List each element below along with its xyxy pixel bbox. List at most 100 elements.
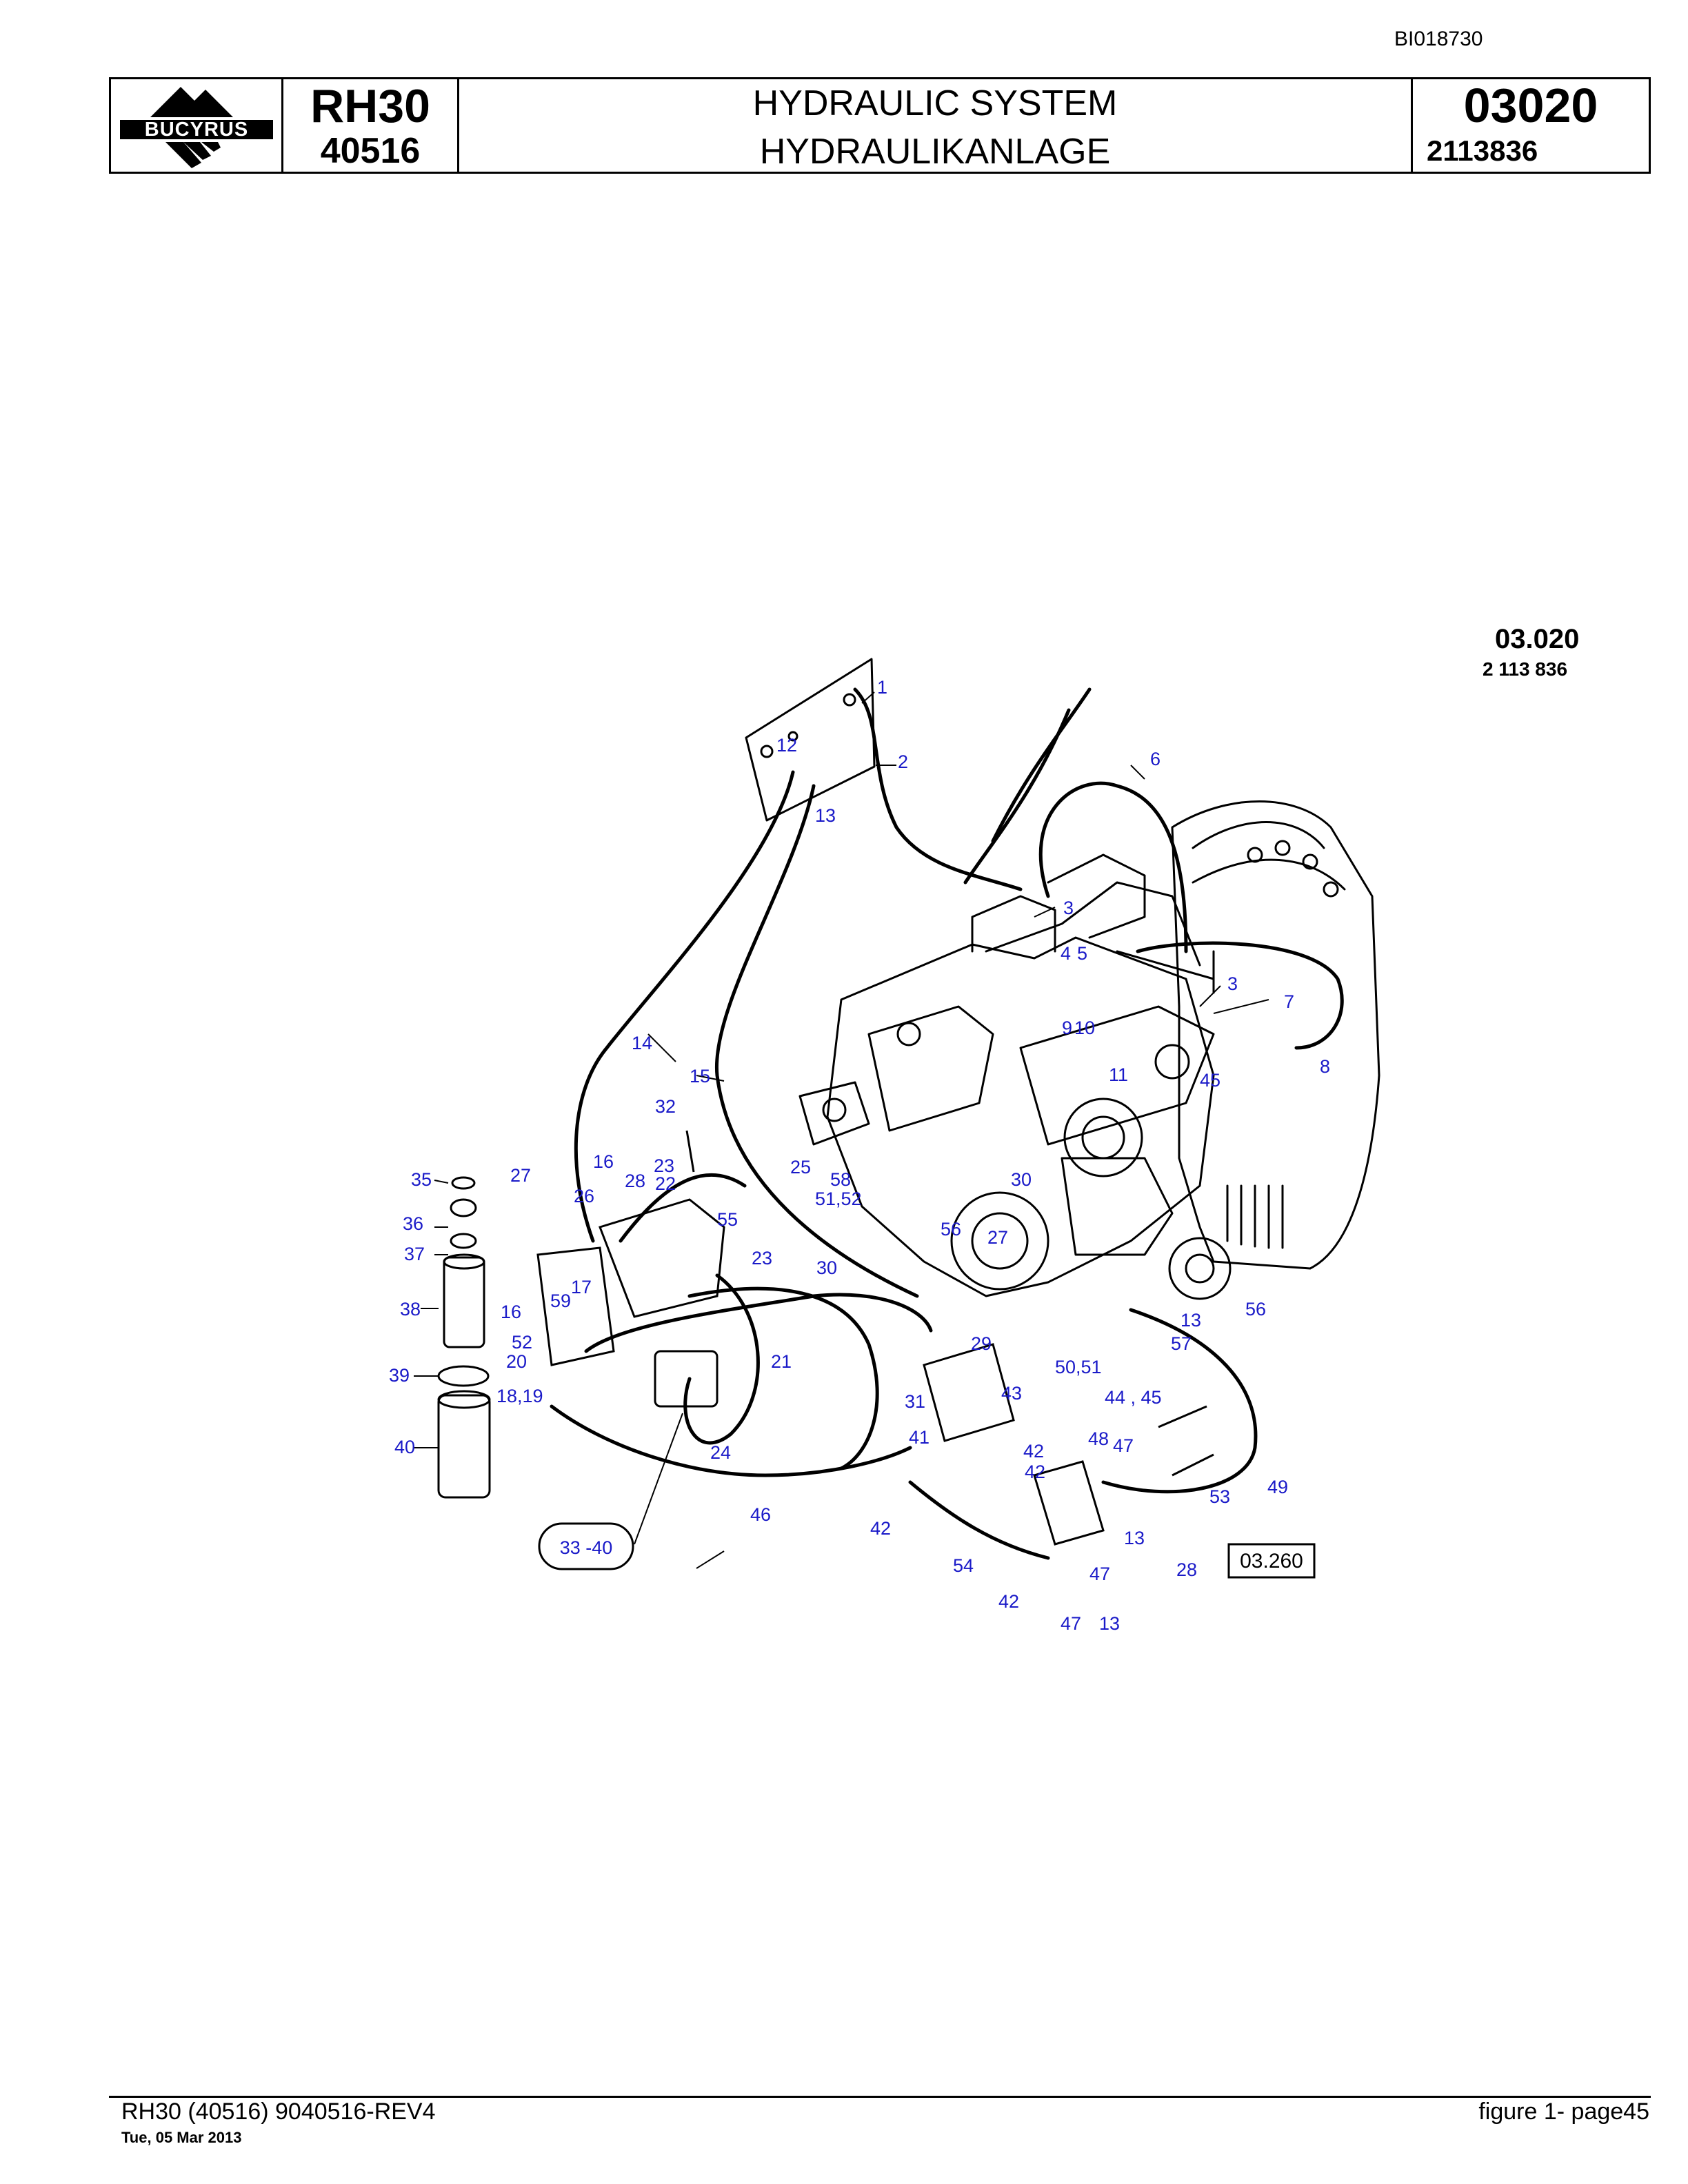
- callout: 41: [909, 1427, 930, 1448]
- callout: 54: [953, 1555, 974, 1576]
- callout: 38: [400, 1299, 421, 1320]
- callout: 42: [1023, 1441, 1044, 1462]
- callout: 15: [690, 1066, 710, 1086]
- callout: 28: [1176, 1559, 1197, 1580]
- callout: 55: [717, 1209, 738, 1230]
- callout: 26: [574, 1186, 594, 1206]
- callout: 51,52: [815, 1189, 862, 1209]
- callout: 6: [1150, 749, 1160, 769]
- callout: 56: [941, 1219, 961, 1240]
- model-cell: RH30 40516: [283, 79, 459, 172]
- callout: 40: [394, 1437, 415, 1457]
- filter-housing: [654, 1350, 719, 1408]
- callout: 43: [1001, 1383, 1022, 1404]
- callout: 1: [877, 677, 887, 698]
- callout: 16: [593, 1151, 614, 1172]
- callout: 45: [1200, 1070, 1220, 1091]
- hose-49: [1101, 1308, 1258, 1494]
- callout: 32: [655, 1096, 676, 1117]
- seal-35: [451, 1176, 476, 1190]
- callout: 4: [1061, 943, 1071, 964]
- callout: 28: [625, 1171, 645, 1191]
- callout: 13: [815, 805, 836, 826]
- mounting-plate: [745, 658, 876, 822]
- drawing-number: 2113836: [1427, 134, 1538, 167]
- title-german: HYDRAULIKANLAGE: [759, 132, 1111, 172]
- callout: 57: [1171, 1333, 1192, 1354]
- hose-1: [853, 687, 1023, 891]
- callout: 3: [1227, 973, 1238, 994]
- hose-24: [683, 1273, 760, 1445]
- callout: 39: [389, 1365, 410, 1386]
- callout: 49: [1267, 1477, 1288, 1497]
- callout: 25: [790, 1157, 811, 1177]
- plug-36: [450, 1198, 477, 1217]
- title-cell: HYDRAULIC SYSTEM HYDRAULIKANLAGE: [459, 79, 1413, 172]
- callout: 23: [654, 1155, 674, 1176]
- hose-14: [574, 770, 795, 1243]
- callout: 30: [1011, 1169, 1032, 1190]
- callout: 2: [898, 751, 908, 772]
- callout: 36: [403, 1213, 423, 1234]
- callout: 10: [1074, 1018, 1095, 1038]
- callout: 59: [550, 1291, 571, 1311]
- callout: 27: [987, 1227, 1008, 1248]
- callout: 13: [1180, 1310, 1201, 1331]
- figure-ref-number: 2 113 836: [1483, 658, 1567, 680]
- callout: 47: [1113, 1435, 1134, 1456]
- external-ref: 03.260: [1240, 1550, 1303, 1573]
- hose-21: [584, 1293, 933, 1353]
- engine-housing: [1171, 800, 1380, 1270]
- callout: 17: [571, 1277, 592, 1297]
- callout: 18,19: [496, 1386, 543, 1406]
- callout: 20: [506, 1351, 527, 1372]
- callout: 21: [771, 1351, 792, 1372]
- hose-22: [619, 1173, 747, 1243]
- callout: 12: [776, 735, 797, 756]
- hose-6: [1038, 781, 1188, 953]
- title-english: HYDRAULIC SYSTEM: [752, 83, 1118, 123]
- callout: 22: [655, 1173, 676, 1194]
- callout: 3: [1063, 898, 1074, 918]
- hose-top-2: [991, 687, 1092, 843]
- group-code: 03020: [1463, 79, 1598, 132]
- callout: 53: [1209, 1486, 1230, 1507]
- callout: 42: [1025, 1462, 1045, 1482]
- hose-46: [550, 1404, 912, 1477]
- callout: 50,51: [1055, 1357, 1102, 1377]
- callout: 42: [870, 1518, 891, 1539]
- hose-7: [1136, 941, 1344, 1050]
- callout: 11: [1109, 1064, 1128, 1085]
- range-box: [538, 1522, 634, 1570]
- pump-body: [826, 936, 1215, 1297]
- callout: 24: [710, 1442, 731, 1463]
- callout: 47: [1061, 1613, 1081, 1634]
- callout: 35: [411, 1169, 432, 1190]
- callout: 48: [1088, 1428, 1109, 1449]
- logo-cell: BUCYRUS: [111, 79, 283, 172]
- code-cell: 03020 2113836: [1413, 79, 1649, 172]
- callout: 7: [1284, 991, 1294, 1012]
- footer-date: Tue, 05 Mar 2013: [121, 2129, 242, 2146]
- document-id: BI018730: [1394, 28, 1483, 50]
- ref-box-03260: [1227, 1543, 1316, 1579]
- callout: 13: [1099, 1613, 1120, 1634]
- footer-document-ref: RH30 (40516) 9040516-REV4: [121, 2099, 436, 2125]
- figure-ref-code: 03.020: [1495, 624, 1579, 654]
- footer-page-ref: figure 1- page45: [1478, 2099, 1649, 2125]
- ring-37: [450, 1233, 477, 1249]
- callout: 8: [1320, 1056, 1330, 1077]
- serial-number: 40516: [320, 131, 421, 171]
- callout-layer: 1 2 3 3 4 5 6 7 8 9 10 11 12 13 13 13 13…: [389, 677, 1330, 1634]
- callout: 56: [1245, 1299, 1266, 1320]
- model-name: RH30: [310, 80, 430, 132]
- callout: 27: [510, 1165, 531, 1186]
- footer-divider: [109, 2096, 1651, 2098]
- hose-54: [908, 1480, 1050, 1560]
- callout: 9: [1062, 1018, 1072, 1038]
- ring-39: [437, 1365, 490, 1387]
- callout: 31: [905, 1391, 925, 1412]
- callout: 5: [1077, 943, 1087, 964]
- callout: 14: [632, 1033, 652, 1053]
